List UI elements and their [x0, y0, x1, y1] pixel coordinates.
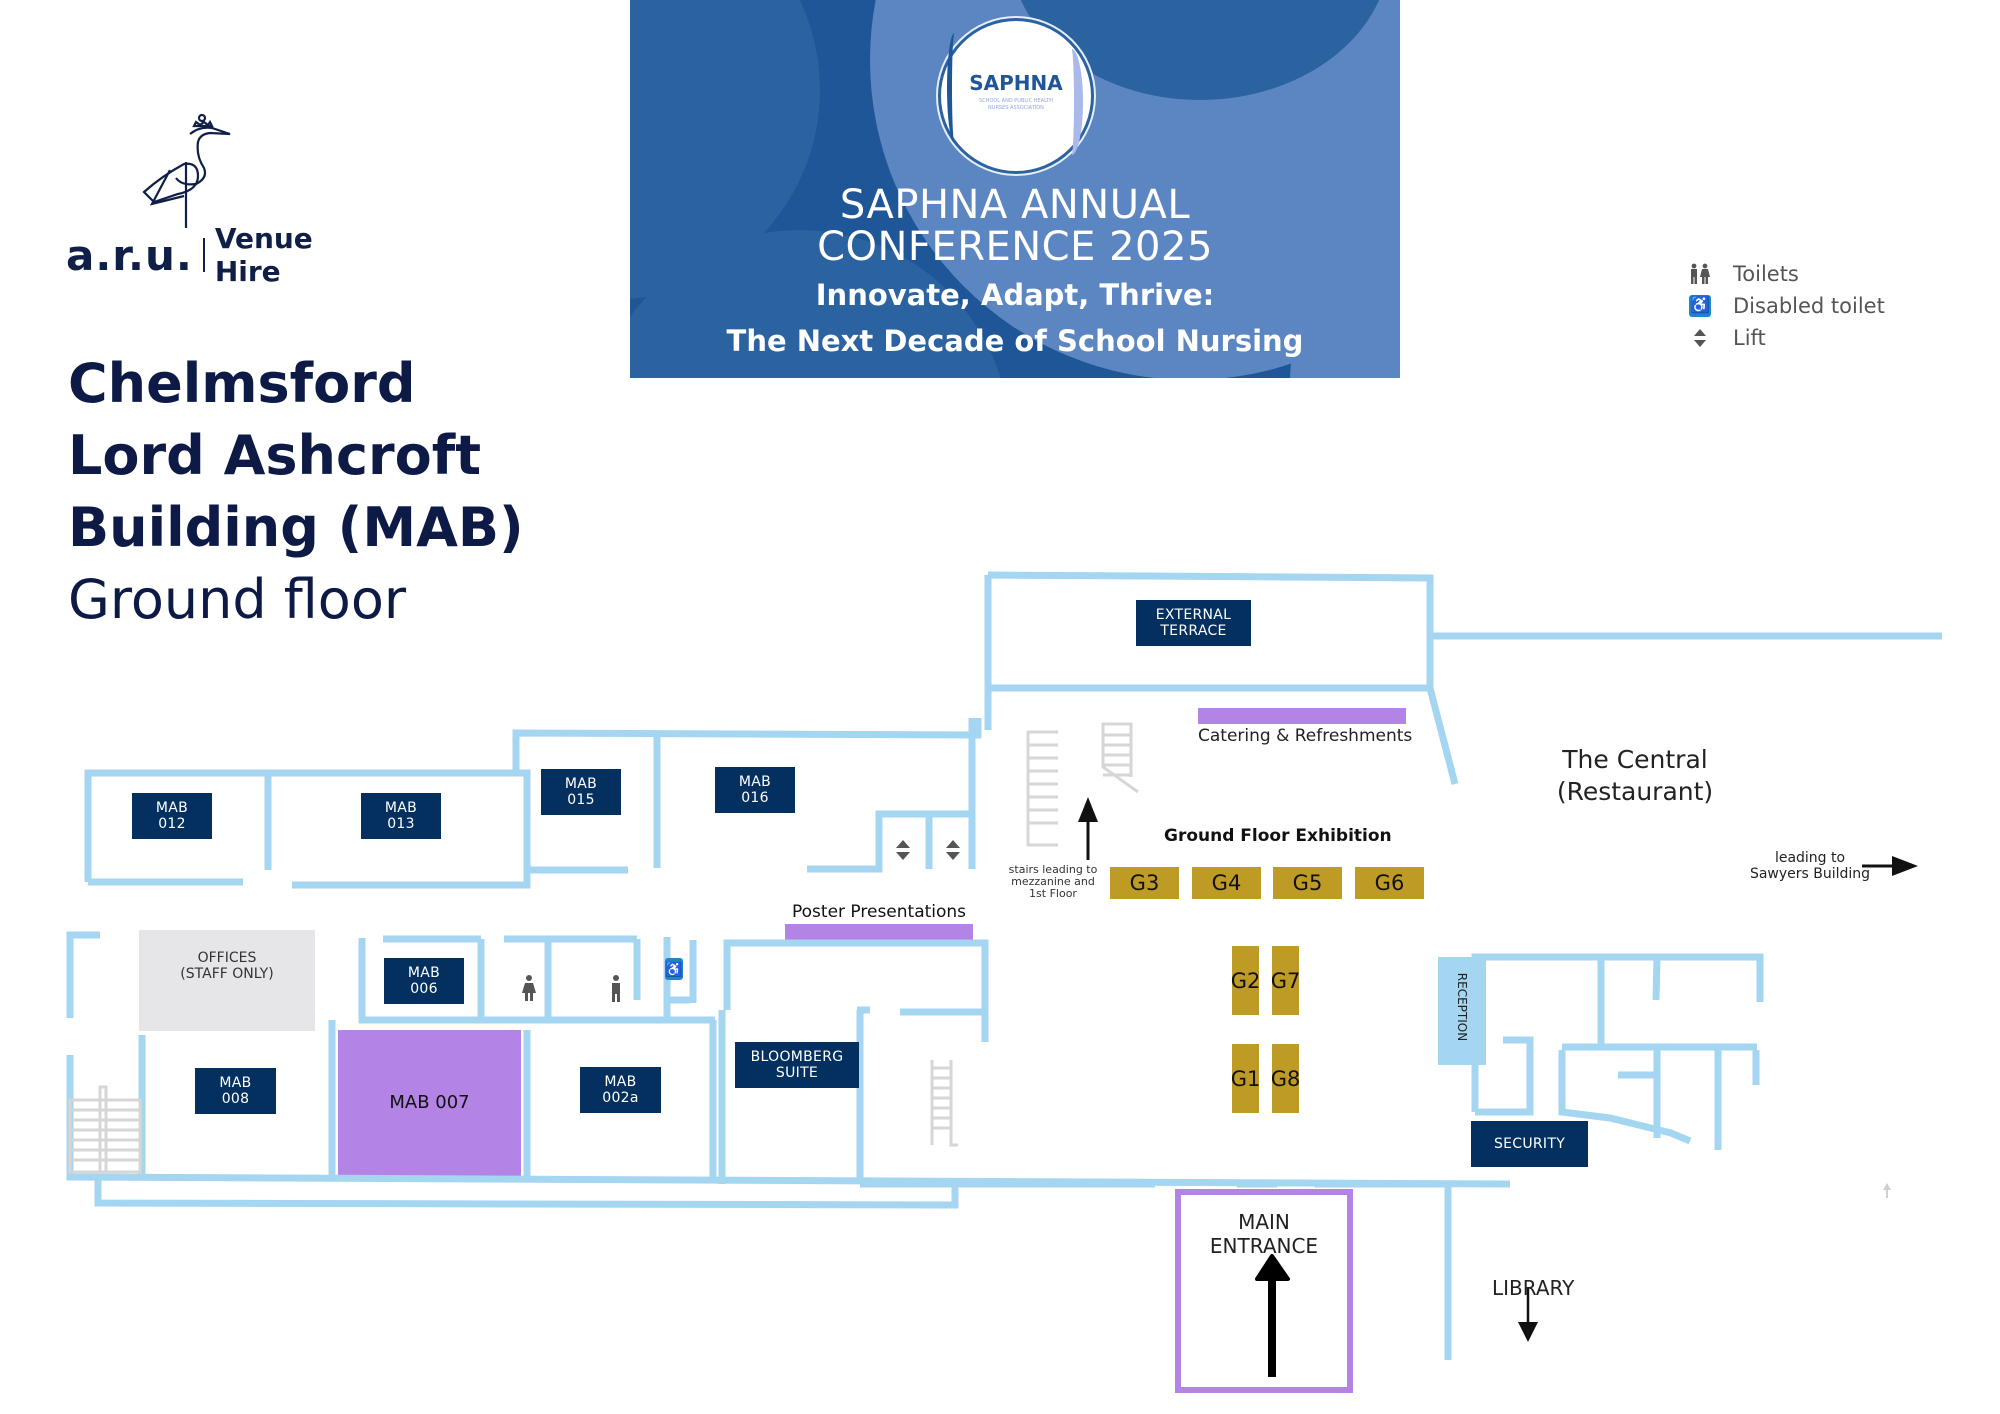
offices-area	[139, 930, 315, 1031]
toilets-icon	[1685, 263, 1715, 285]
exhibition-title: Ground Floor Exhibition	[1164, 826, 1392, 846]
venue-hire-label: Venue Hire	[214, 222, 313, 288]
restaurant-label[interactable]: The Central(Restaurant)	[1556, 745, 1714, 806]
offices-staff-only-label: OFFICES(STAFF ONLY)	[180, 950, 274, 982]
entrance-arrow-icon	[1255, 1254, 1290, 1377]
room-security[interactable]: SECURITY	[1471, 1121, 1588, 1167]
catering-bar	[1198, 708, 1406, 724]
legend-label: Toilets	[1733, 262, 1799, 286]
poster-presentations-label: Poster Presentations	[792, 902, 967, 922]
banner-heading-1: SAPHNA ANNUAL	[839, 182, 1191, 228]
legend-item-toilets: Toilets	[1685, 258, 1885, 290]
saphna-logo-subtitle-1: SCHOOL AND PUBLIC HEALTH	[979, 98, 1053, 104]
stairs-mezzanine	[1026, 722, 1139, 847]
aru-wordmark: a.r.u.	[66, 230, 193, 280]
legend-label: Disabled toilet	[1733, 294, 1885, 318]
room-mab-007-label: MAB 007	[389, 1092, 470, 1113]
saphna-logo-text: SAPHNA	[969, 71, 1063, 95]
floor-label: Ground floor	[68, 568, 407, 631]
stairs-bloomberg	[930, 1060, 958, 1147]
walls	[66, 571, 1942, 1360]
banner-tagline-2: The Next Decade of School Nursing	[726, 324, 1304, 358]
disabled-toilet-icon: ♿	[665, 958, 683, 980]
library-label[interactable]: LIBRARY	[1492, 1276, 1575, 1300]
stand-g4[interactable]: G4	[1192, 867, 1261, 899]
lift-icon	[896, 840, 960, 860]
stand-g3[interactable]: G3	[1110, 867, 1179, 899]
stand-g1[interactable]: G1	[1231, 1044, 1260, 1113]
room-mab-007-highlight[interactable]	[338, 1030, 521, 1177]
disabled-toilet-icon: ♿	[1689, 295, 1711, 317]
banner-heading-2: CONFERENCE 2025	[817, 224, 1213, 270]
catering-label: Catering & Refreshments	[1198, 726, 1413, 746]
male-toilet-icon	[612, 975, 620, 1002]
legend-item-disabled-toilet: ♿ Disabled toilet	[1685, 290, 1885, 322]
page-title: Chelmsford Lord Ashcroft Building (MAB) …	[68, 348, 524, 636]
banner-tagline-1: Innovate, Adapt, Thrive:	[815, 278, 1215, 312]
stairs-left	[68, 1085, 142, 1174]
main-entrance-outline[interactable]	[1175, 1189, 1353, 1393]
stand-g8[interactable]: G8	[1271, 1044, 1300, 1113]
title-line-3: Building (MAB)	[68, 496, 524, 559]
conference-banner: SAPHNA SCHOOL AND PUBLIC HEALTH NURSES A…	[630, 0, 1400, 378]
stand-g7[interactable]: G7	[1271, 946, 1300, 1015]
title-line-2: Lord Ashcroft	[68, 424, 482, 487]
stand-g5[interactable]: G5	[1273, 867, 1342, 899]
map-legend: Toilets ♿ Disabled toilet Lift	[1685, 258, 1885, 354]
lift-icon	[1685, 327, 1715, 349]
heron-crown-icon	[142, 113, 231, 228]
brand-divider	[202, 238, 205, 272]
poster-bar	[785, 924, 973, 940]
stand-g2[interactable]: G2	[1231, 946, 1260, 1015]
female-toilet-icon	[522, 975, 536, 1001]
title-line-1: Chelmsford	[68, 352, 416, 415]
saphna-logo-subtitle-2: NURSES ASSOCIATION	[988, 105, 1044, 111]
sawyers-arrow-icon	[1862, 856, 1918, 876]
stairs-up-arrow	[1078, 797, 1098, 860]
legend-label: Lift	[1733, 326, 1766, 350]
small-up-arrow-icon	[1883, 1183, 1891, 1198]
aru-logo: a.r.u. Venue Hire	[66, 112, 386, 288]
reception-label: RECEPTION	[1455, 972, 1469, 1042]
saphna-logo: SAPHNA SCHOOL AND PUBLIC HEALTH NURSES A…	[938, 18, 1094, 174]
stand-g6[interactable]: G6	[1355, 867, 1424, 899]
library-arrow-icon	[1518, 1288, 1538, 1342]
legend-item-lift: Lift	[1685, 322, 1885, 354]
